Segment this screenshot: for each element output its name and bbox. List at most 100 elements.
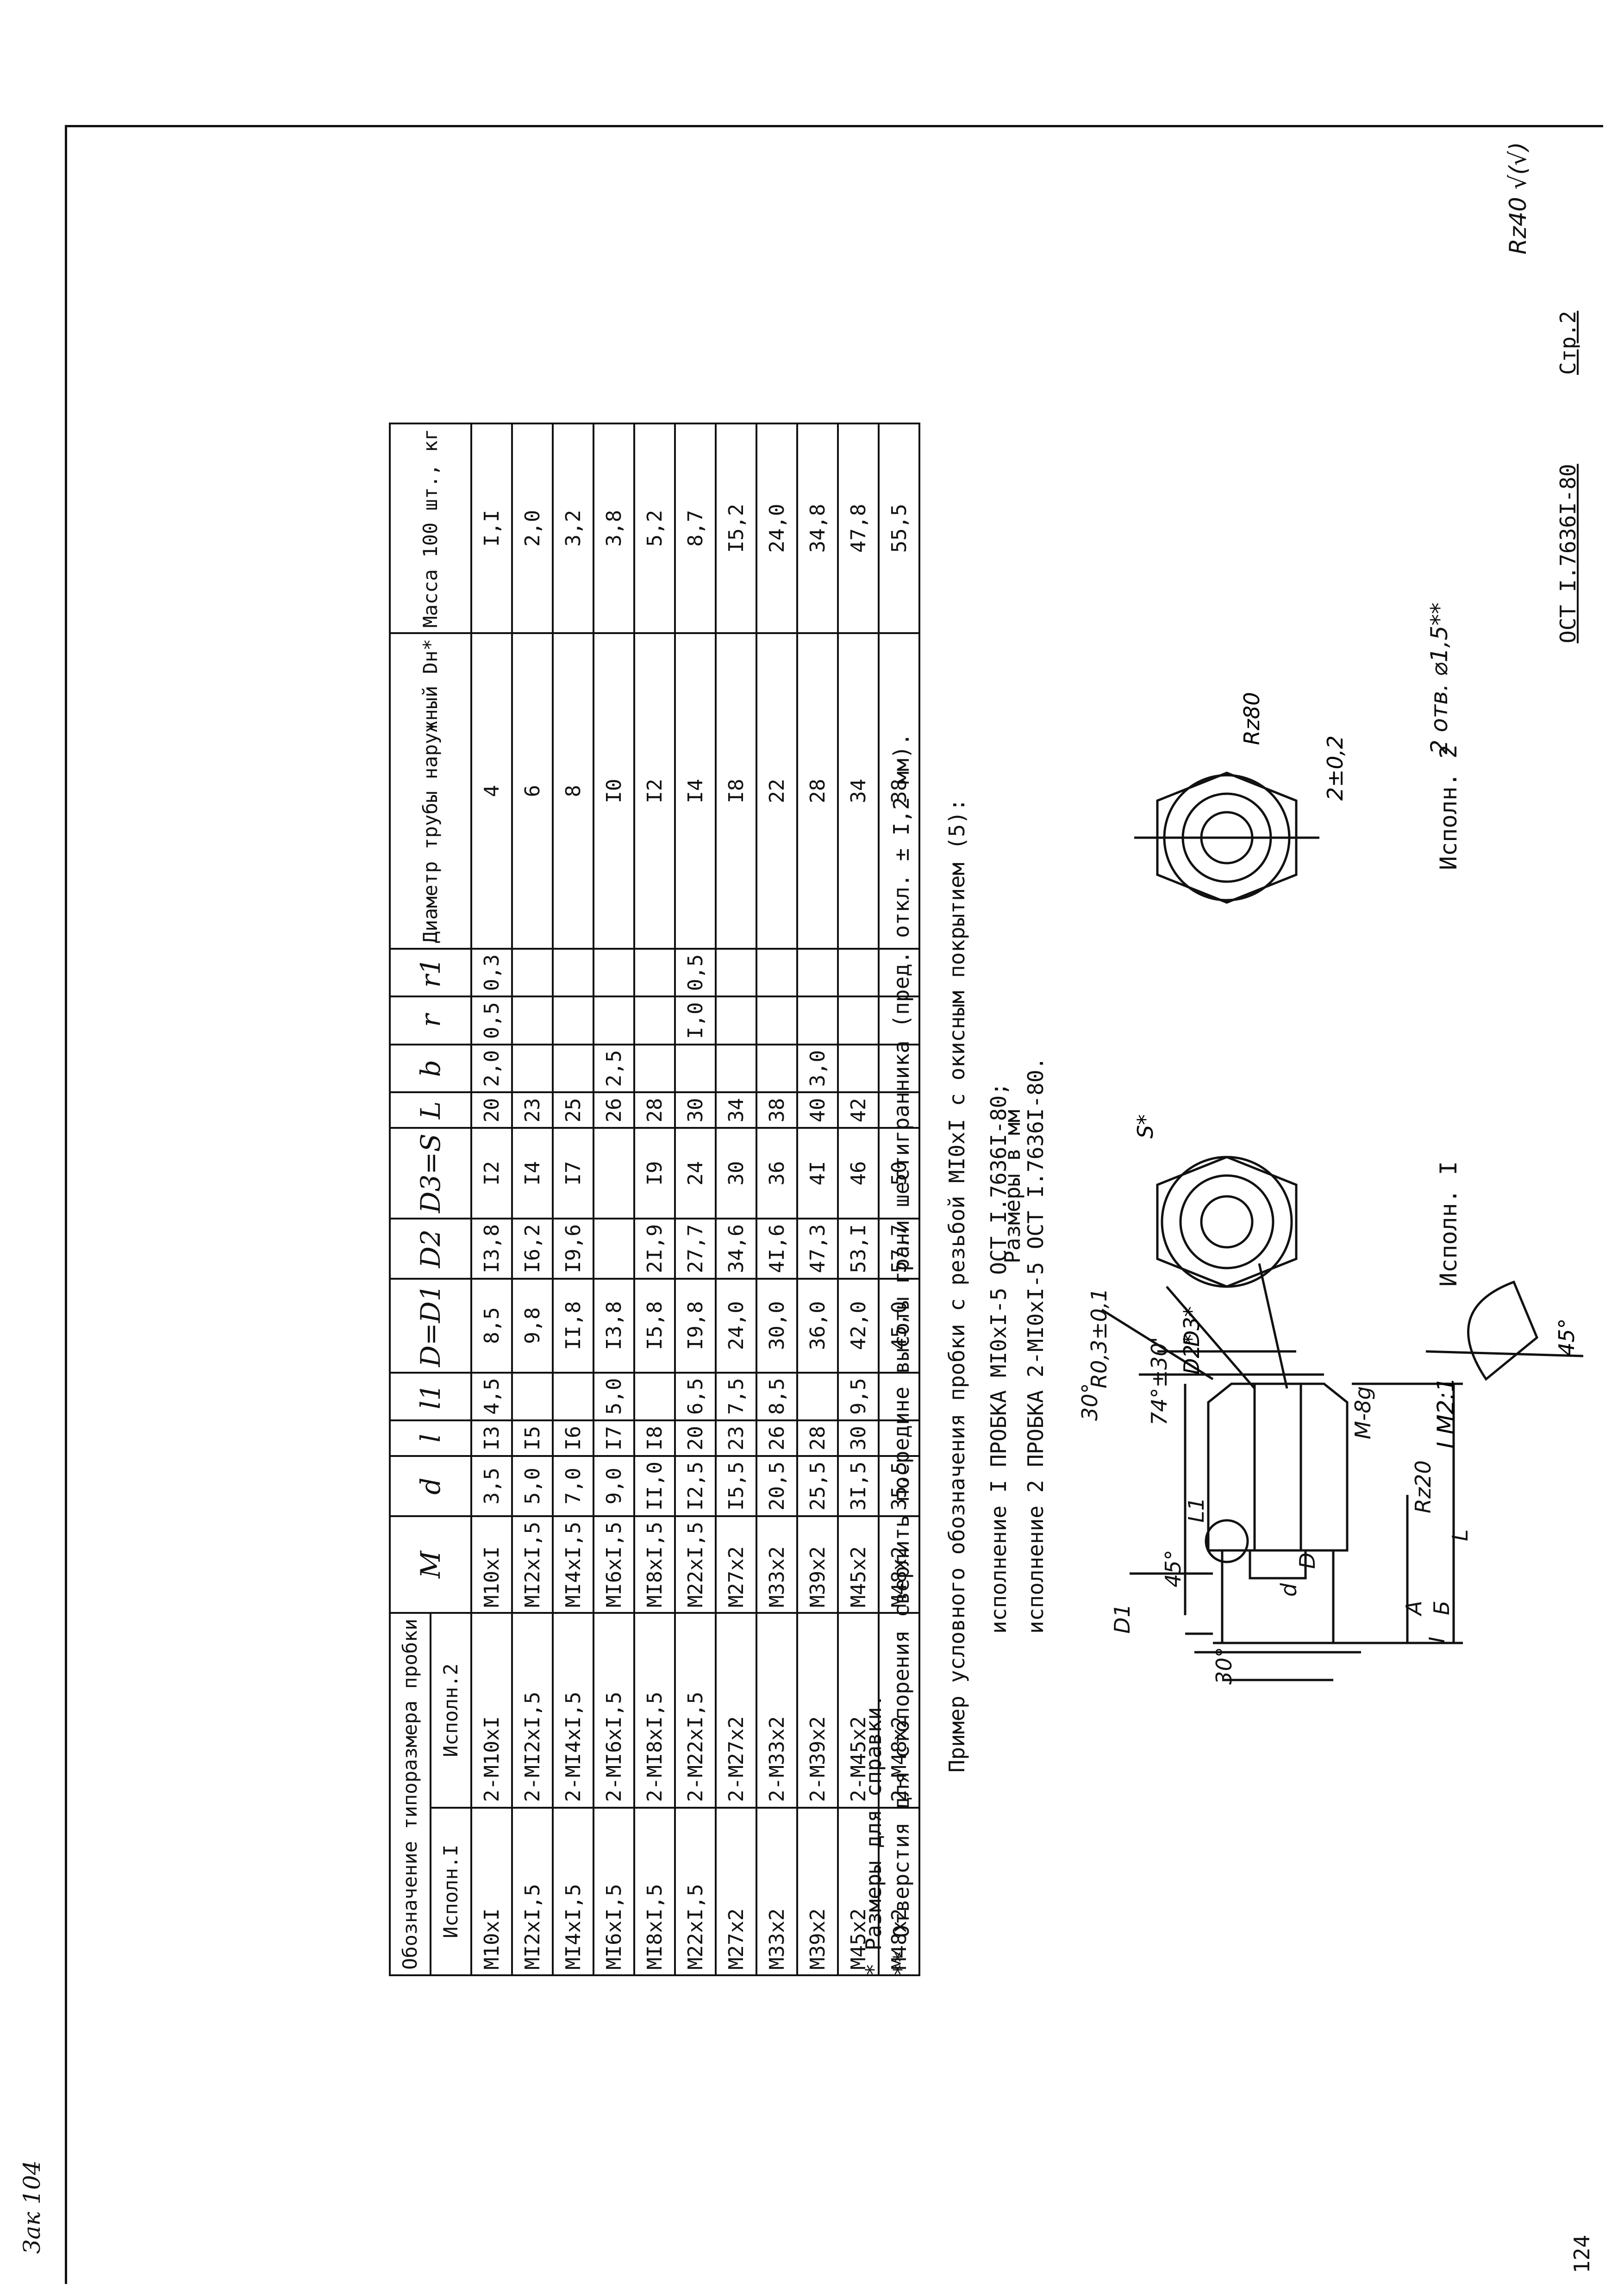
cell-D3: [593, 1128, 634, 1219]
cell-isp1: MI2xI,5: [512, 1807, 553, 1975]
cell-M: M39x2: [797, 1516, 838, 1613]
cell-D: I5,8: [634, 1279, 675, 1373]
cell-r: [716, 996, 756, 1045]
cell-isp2: 2-M33x2: [756, 1613, 797, 1808]
cell-M: M27x2: [716, 1516, 756, 1613]
th-r1: r1: [390, 948, 471, 997]
cell-D3: I9: [634, 1128, 675, 1219]
cell-d: 3,5: [471, 1456, 512, 1516]
cell-mass: 8,7: [675, 423, 716, 634]
cell-mass: 3,2: [553, 423, 593, 634]
cell-b: [756, 1044, 797, 1093]
dim-D: D: [1295, 1553, 1320, 1569]
example-2: исполнение 2 ПРОБКА 2-MI0xI-5 ОСТ I.7636…: [1023, 1057, 1048, 1634]
cell-D: 42,0: [838, 1279, 879, 1373]
dim-rz80: Rz80: [1239, 692, 1264, 745]
dim-A: A: [1401, 1601, 1426, 1617]
cell-D3: I7: [553, 1128, 593, 1219]
cell-r: [634, 996, 675, 1045]
cell-Dn: 4: [471, 633, 512, 949]
cell-D3: 36: [756, 1128, 797, 1219]
detail-label: I M2:1: [1432, 1377, 1459, 1449]
cell-M: MI2xI,5: [512, 1516, 553, 1613]
cell-l1: 9,5: [838, 1372, 879, 1421]
cell-b: [512, 1044, 553, 1093]
cell-D2: 34,6: [716, 1219, 756, 1279]
cell-D3: 4I: [797, 1128, 838, 1219]
example-1: исполнение I ПРОБКА MI0xI-5 ОСТ I.7636I-…: [986, 1083, 1011, 1634]
cell-M: MI4xI,5: [553, 1516, 593, 1613]
th-D3: D3=S: [390, 1128, 471, 1219]
cell-D2: 2I,9: [634, 1219, 675, 1279]
cell-isp1: M22xI,5: [675, 1807, 716, 1975]
th-M: M: [390, 1516, 471, 1613]
cell-d: 7,0: [553, 1456, 593, 1516]
cell-r1: [634, 948, 675, 997]
cell-b: 2,5: [593, 1044, 634, 1093]
cell-mass: 24,0: [756, 423, 797, 634]
dim-D3: D3*: [1179, 1306, 1204, 1347]
cell-M: M33x2: [756, 1516, 797, 1613]
cell-b: [675, 1044, 716, 1093]
holes-note: 2 отв. ⌀1,5**: [1426, 602, 1453, 754]
dim-L: L: [1448, 1529, 1473, 1541]
cell-Dn: I8: [716, 633, 756, 949]
cell-l1: 4,5: [471, 1372, 512, 1421]
cell-D2: 27,7: [675, 1219, 716, 1279]
end-view-isp2: [1134, 772, 1319, 904]
cell-L: 26: [593, 1092, 634, 1128]
cell-isp2: 2-M10xI: [471, 1613, 512, 1808]
cell-r: [797, 996, 838, 1045]
cell-M: M22xI,5: [675, 1516, 716, 1613]
cell-isp1: M10xI: [471, 1807, 512, 1975]
cell-Dn: 22: [756, 633, 797, 949]
cell-Dn: I0: [593, 633, 634, 949]
cell-d: 20,5: [756, 1456, 797, 1516]
detail-circle: [1205, 1519, 1249, 1563]
cell-D: 9,8: [512, 1279, 553, 1373]
cell-r1: [797, 948, 838, 997]
cell-isp2: 2-MI2xI,5: [512, 1613, 553, 1808]
cell-isp1: M39x2: [797, 1807, 838, 1975]
cell-r: I,0: [675, 996, 716, 1045]
cell-Dn: I2: [634, 633, 675, 949]
example-title: Пример условного обозначения пробки с ре…: [944, 798, 969, 1773]
cell-D2: I9,6: [553, 1219, 593, 1279]
cell-D: 8,5: [471, 1279, 512, 1373]
cell-l1: [797, 1372, 838, 1421]
cell-l1: 6,5: [675, 1372, 716, 1421]
cell-D3: I4: [512, 1128, 553, 1219]
dim-74: 74°±30': [1147, 1337, 1172, 1425]
cell-d: II,0: [634, 1456, 675, 1516]
cell-D2: I6,2: [512, 1219, 553, 1279]
detail-45: 45°: [1554, 1318, 1579, 1356]
cell-l: I5: [512, 1420, 553, 1456]
cell-D: II,8: [553, 1279, 593, 1373]
cell-l: I6: [553, 1420, 593, 1456]
cell-mass: 2,0: [512, 423, 553, 634]
cell-D: I3,8: [593, 1279, 634, 1373]
hex-head: [1207, 1382, 1349, 1552]
cell-d: 3I,5: [838, 1456, 879, 1516]
handwritten-note: Зак 104: [19, 2160, 45, 2254]
dim-L1: L1: [1184, 1497, 1209, 1523]
cell-l: 20: [675, 1420, 716, 1456]
dim-D1: D1: [1110, 1604, 1135, 1634]
cell-d: 9,0: [593, 1456, 634, 1516]
page-number: 124: [1569, 2234, 1594, 2273]
cell-isp2: 2-MI6xI,5: [593, 1613, 634, 1808]
footnote-1: * Размеры для справки.: [861, 1694, 886, 1976]
cell-D: 36,0: [797, 1279, 838, 1373]
cell-D2: [593, 1219, 634, 1279]
cell-r: [756, 996, 797, 1045]
cell-D2: I3,8: [471, 1219, 512, 1279]
cell-mass: 47,8: [838, 423, 879, 634]
th-l: l: [390, 1420, 471, 1456]
cell-r1: [756, 948, 797, 997]
